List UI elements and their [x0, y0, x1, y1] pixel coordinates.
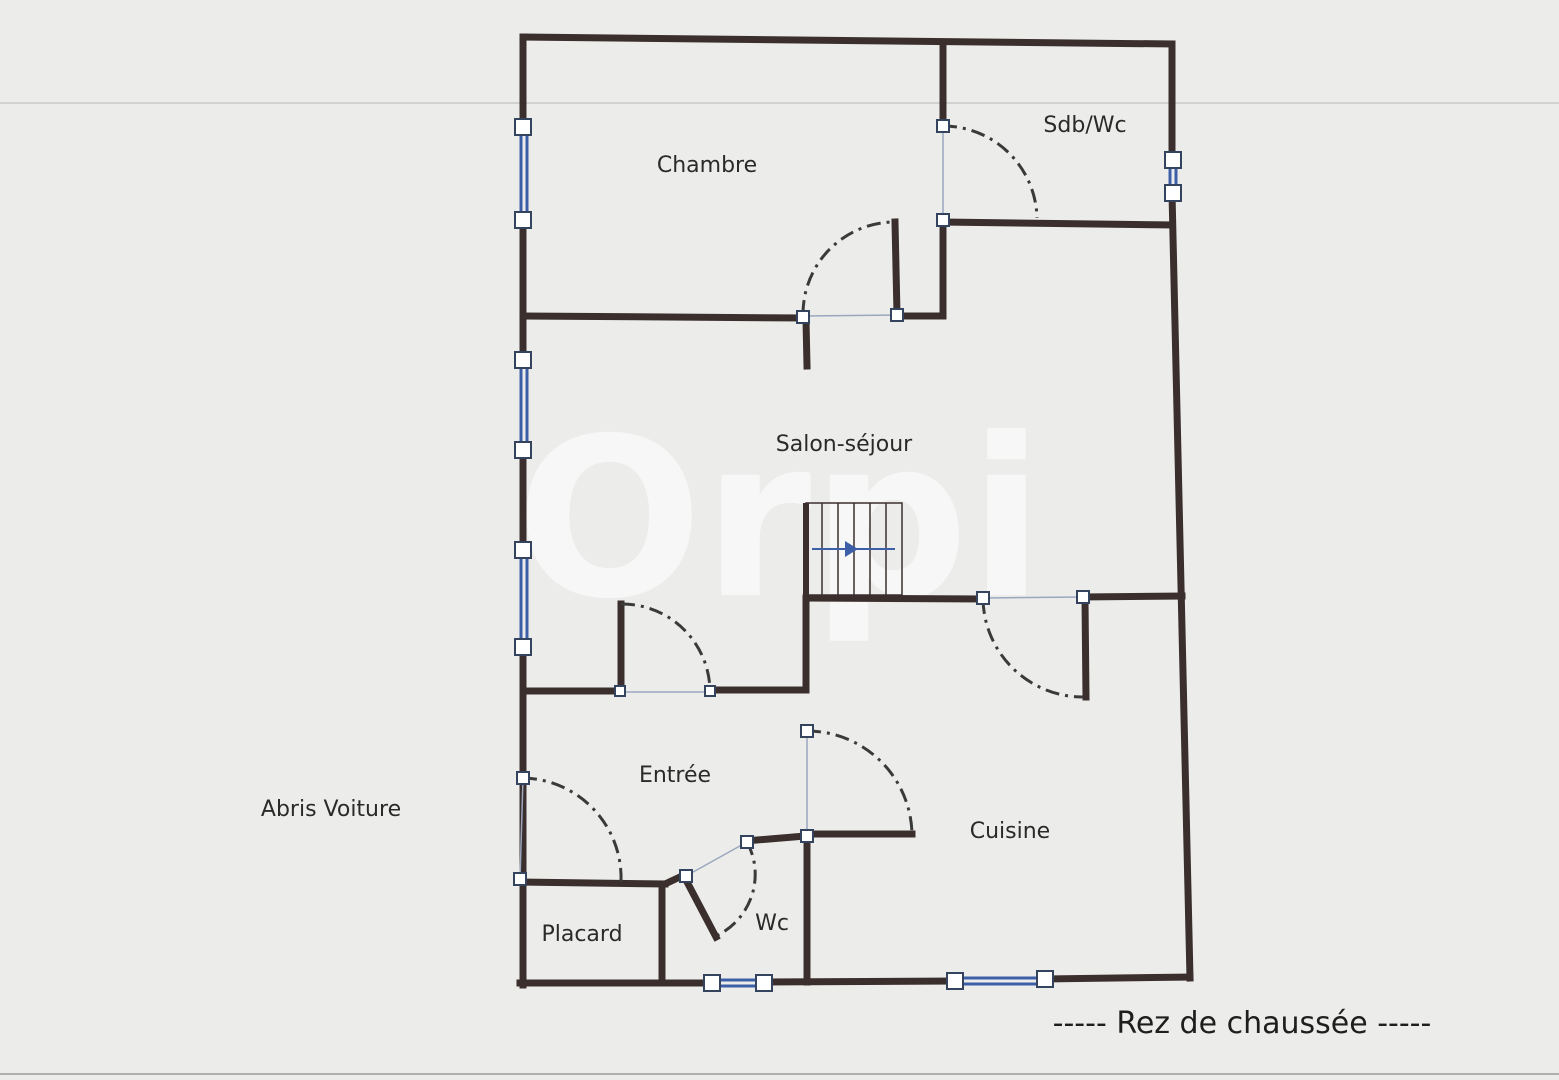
door-node	[800, 829, 814, 843]
door-node	[796, 310, 810, 324]
door-node	[976, 591, 990, 605]
wall-cuisine-top	[1079, 592, 1186, 601]
window-node	[514, 541, 532, 559]
wall-outer-top	[519, 33, 1176, 48]
room-label-sdb-wc: Sdb/Wc	[1043, 113, 1126, 138]
plan-nodes	[513, 118, 1182, 992]
door-node	[936, 213, 950, 227]
door-node	[890, 308, 904, 322]
floor-level-label: ----- Rez de chaussée -----	[1053, 1006, 1432, 1041]
wall-chambre-bottom	[519, 312, 807, 322]
door-node	[516, 771, 530, 785]
wall-sdb-bottom	[939, 218, 1176, 229]
window-node	[514, 211, 532, 229]
wall-outer-right	[1168, 189, 1194, 982]
window-cuisine	[955, 976, 1045, 986]
area-label-abris-voiture: Abris Voiture	[261, 797, 401, 822]
door-swings	[522, 124, 1084, 937]
window-node	[514, 118, 532, 136]
window-node	[755, 974, 773, 992]
window-node	[514, 638, 532, 656]
wall-placard-top	[516, 878, 669, 888]
room-label-wc: Wc	[755, 911, 789, 936]
wall-wc-top	[741, 832, 809, 845]
window-node	[1164, 151, 1182, 169]
window-node	[946, 972, 964, 990]
wall-chambre-door-stop	[891, 218, 901, 318]
window-node	[1164, 184, 1182, 202]
walls	[516, 33, 1194, 989]
door-node	[513, 872, 527, 886]
room-label-salon-sejour: Salon-séjour	[776, 432, 913, 457]
door-node	[740, 835, 754, 849]
wall-outer-bottom	[1041, 973, 1194, 983]
wall-wc-door	[681, 875, 721, 942]
window-salon-2	[519, 550, 529, 647]
room-label-chambre: Chambre	[657, 153, 757, 178]
stair-arrow-icon	[845, 541, 858, 557]
wall-cuisine-top	[802, 594, 987, 603]
window-salon-1	[519, 360, 529, 450]
window-node	[514, 351, 532, 369]
watermark-logo: Orpi	[516, 391, 1044, 647]
door-node	[679, 869, 693, 883]
wall-stub	[802, 316, 811, 370]
wall-cuisine-door-stop	[1081, 596, 1090, 701]
door-node	[614, 685, 626, 697]
door-openings	[519, 126, 1084, 880]
door-node	[800, 724, 814, 738]
staircase	[803, 502, 903, 598]
wall-outer-bottom	[760, 977, 959, 986]
page-borders	[0, 102, 1559, 1075]
room-label-entree: Entrée	[639, 763, 711, 788]
window-chambre	[519, 127, 529, 220]
room-label-cuisine: Cuisine	[970, 819, 1050, 844]
window-node	[1036, 970, 1054, 988]
window-node	[514, 441, 532, 459]
door-node	[1076, 590, 1090, 604]
room-label-placard: Placard	[541, 922, 622, 947]
window-node	[703, 974, 721, 992]
door-node	[704, 685, 716, 697]
door-node	[936, 119, 950, 133]
